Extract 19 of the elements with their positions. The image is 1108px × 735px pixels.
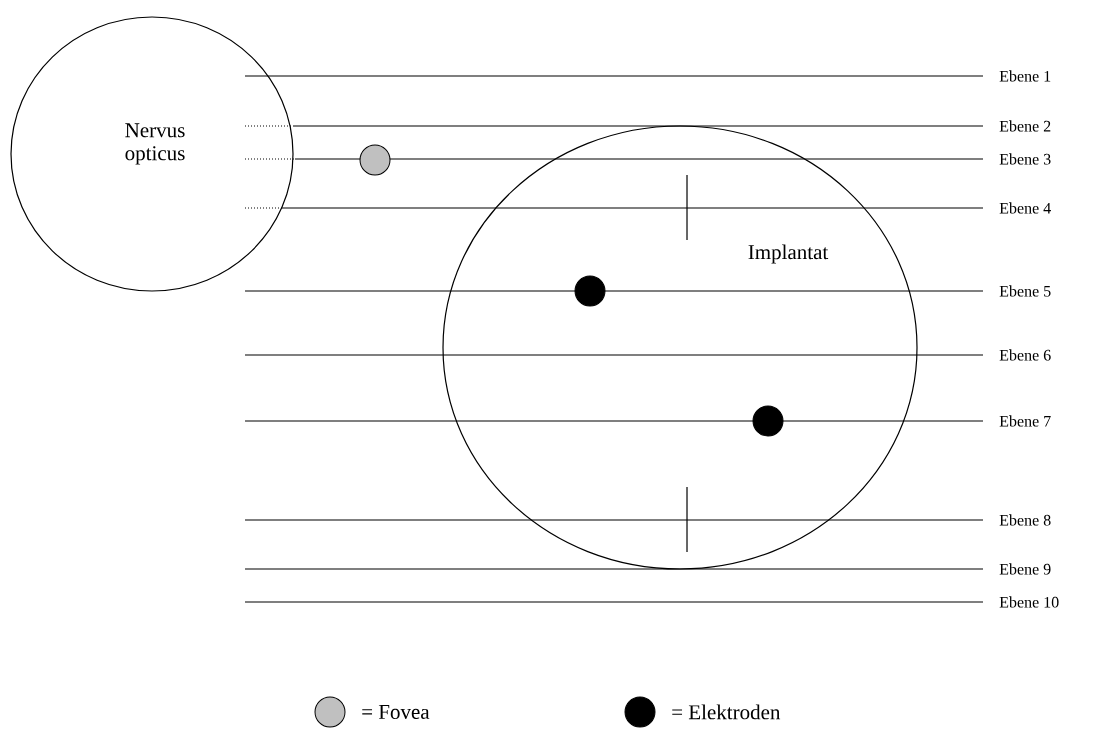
legend-label: = Fovea [362,705,430,719]
level-label: Ebene 5 [999,285,1051,297]
dot [752,405,784,437]
level-label: Ebene 6 [999,349,1051,361]
circle-label: Implantat [748,244,829,264]
level-label: Ebene 4 [999,202,1051,214]
legend-label: = Elektroden [672,704,781,720]
level-label: Ebene 8 [999,514,1051,526]
circle-label: Nervus opticus [125,123,185,165]
level-label: Ebene 1 [999,70,1051,82]
dot [574,275,606,307]
level-label: Ebene 2 [999,120,1051,132]
circle [10,16,294,292]
level-label: Ebene 7 [999,415,1051,427]
level-label: Ebene 10 [999,596,1059,608]
circle [442,125,918,570]
level-label: Ebene 3 [999,153,1051,165]
level-label: Ebene 9 [999,563,1051,575]
dot [359,144,391,176]
